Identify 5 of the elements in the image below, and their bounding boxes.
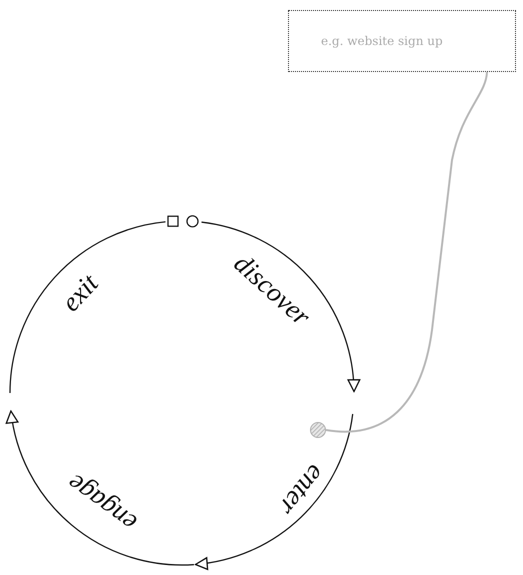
note-box [288, 10, 516, 72]
leader-line [326, 72, 488, 432]
hatched-dot [310, 422, 326, 438]
stage-label: exit [55, 268, 105, 318]
note-text: e.g. website sign up [321, 34, 443, 48]
